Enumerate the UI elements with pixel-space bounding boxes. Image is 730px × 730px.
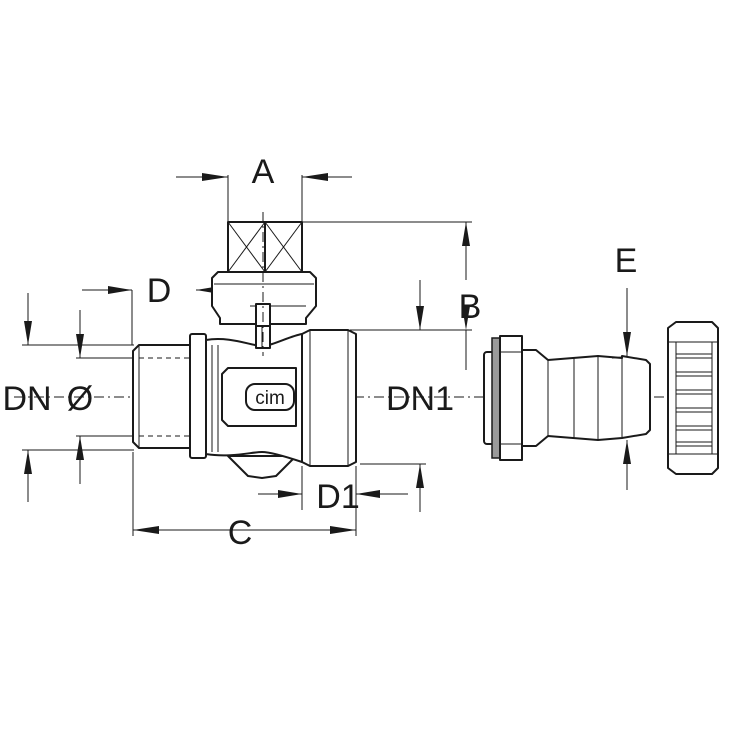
union-nut <box>667 321 719 475</box>
dimension-labels: A B D D1 C E DN Ø DN1 <box>2 153 637 552</box>
label-dn: DN <box>2 380 51 418</box>
hose-adapter <box>483 335 651 461</box>
hose-barb <box>521 349 651 447</box>
label-d1: D1 <box>316 478 359 516</box>
nut-body <box>667 321 719 475</box>
valve-bottom-cone <box>227 455 297 479</box>
logo-badge <box>245 383 295 411</box>
brand-logo: cim <box>255 388 285 409</box>
flange-collar <box>189 333 207 459</box>
label-b: B <box>459 288 482 326</box>
valve-stem-assembly <box>211 212 317 356</box>
label-a: A <box>252 153 275 191</box>
label-e: E <box>615 242 638 280</box>
label-dn1: DN1 <box>386 380 454 418</box>
label-diameter: Ø <box>67 380 93 418</box>
nut-knurl-ribs <box>676 353 712 447</box>
adapter-flange <box>499 335 523 461</box>
left-threaded-end <box>132 344 191 449</box>
right-female-nut <box>301 329 357 467</box>
dimension-arrows <box>24 173 631 534</box>
label-c: C <box>228 514 253 552</box>
label-d: D <box>147 272 172 310</box>
valve-body: cim <box>132 329 357 479</box>
